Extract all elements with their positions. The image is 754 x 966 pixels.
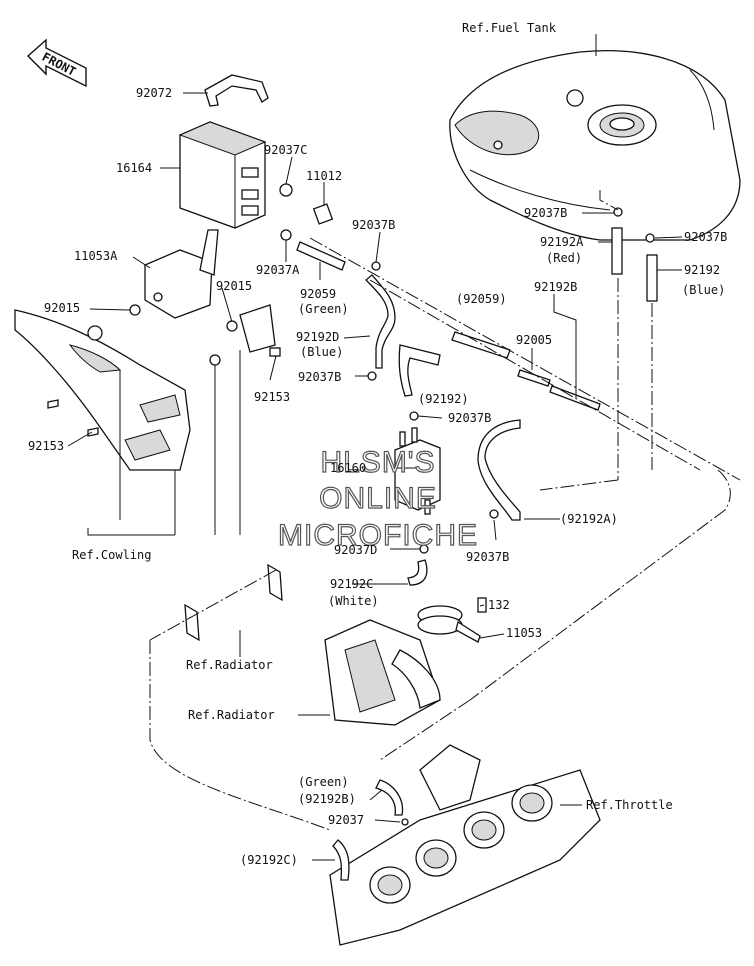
callout-92192-paren: (92192) [418,392,469,406]
clip-92072 [204,74,269,107]
callout-92192a-paren: (92192A) [560,512,618,526]
callout-92015-right: 92015 [216,279,252,293]
callout-92037b-lower: 92037B [448,411,491,425]
watermark-line-3: MICROFICHE [278,519,478,552]
hose-92192b-paren [375,779,404,816]
callout-92037b-upper: 92037B [352,218,395,232]
callout-92059-paren: (92059) [456,292,507,306]
callout-92037b-tank-left: 92037B [524,206,567,220]
callout-92192c-white: (White) [328,594,379,608]
callout-ref-throttle: Ref.Throttle [586,798,673,812]
callout-132: 132 [488,598,510,612]
hose-92192c-paren [332,839,350,881]
bracket-11053a [144,229,219,319]
watermark-line-1: HLSM'S [320,446,435,479]
hose-92192b [549,385,601,411]
radiator-illustration [324,619,441,726]
callout-ref-fuel-tank: Ref.Fuel Tank [462,21,557,35]
callout-ref-cowling: Ref.Cowling [72,548,151,562]
radiator-bracket [184,563,283,642]
callout-92037: 92037 [328,813,364,827]
clamp-92037c [279,183,293,197]
callout-11053a: 11053A [74,249,118,263]
hose-92192a [611,227,623,275]
callout-92192b: 92192B [534,280,577,294]
callout-92037a: 92037A [256,263,300,277]
callout-92037b-separator: 92037B [466,550,509,564]
callout-92059: 92059 [300,287,336,301]
callout-92192b-paren: (92192B) [298,792,356,806]
callout-92153-left: 92153 [28,439,64,453]
pipe-92059-paren [451,331,511,359]
callout-92005: 92005 [516,333,552,347]
hose-92192 [646,254,658,302]
callout-92192c-paren: (92192C) [240,853,298,867]
clamp-11053 [417,597,487,643]
hose-92192-paren [398,344,441,397]
fuel-tank-illustration [449,50,741,241]
callout-92192c: 92192C [330,577,373,591]
callout-92037b-tank-right: 92037B [684,230,727,244]
hose-92192d [365,274,396,369]
hose-92192a-paren [477,419,521,521]
hose-routing-lines [149,190,741,831]
hose-92192c [407,559,428,586]
front-arrow-icon: FRONT [26,38,87,88]
pipe-92059 [296,241,346,271]
clamps-92037b [367,207,655,826]
callout-16160: 16160 [330,461,366,475]
callout-ref-radiator-upper: Ref.Radiator [186,658,273,672]
leader-lines [67,34,683,861]
callout-92192d: 92192D [296,330,339,344]
callout-92059-green: (Green) [298,302,349,316]
bracket-mount [47,304,281,437]
watermark-line-2: ONLINE [319,482,437,515]
part-11012 [312,203,334,225]
callout-92192: 92192 [684,263,720,277]
callout-labels: Ref.Fuel Tank 92072 16164 92037C 11012 9… [28,21,727,867]
separator-16160 [394,427,441,515]
callout-92037d: 92037D [334,543,377,557]
callout-11053: 11053 [506,626,542,640]
clamp-92037a [280,229,292,241]
callout-92153-right: 92153 [254,390,290,404]
callout-92072: 92072 [136,86,172,100]
callout-ref-radiator-lower: Ref.Radiator [188,708,275,722]
callout-92192a: 92192A [540,235,584,249]
callout-16164: 16164 [116,161,152,175]
joint-92005 [517,369,551,387]
callout-92015-left: 92015 [44,301,80,315]
callout-11012: 11012 [306,169,342,183]
callout-92037b-mid: 92037B [298,370,341,384]
watermark: HLSM'S ONLINE MICROFICHE [277,445,478,552]
callout-92037c: 92037C [264,143,307,157]
callout-92192-blue: (Blue) [682,283,725,297]
callout-92192b-green: (Green) [298,775,349,789]
callout-92192d-blue: (Blue) [300,345,343,359]
callout-92192a-red: (Red) [546,251,582,265]
throttle-body-illustration [329,744,601,946]
canister-16164 [178,121,267,229]
cowling-illustration [14,309,191,471]
